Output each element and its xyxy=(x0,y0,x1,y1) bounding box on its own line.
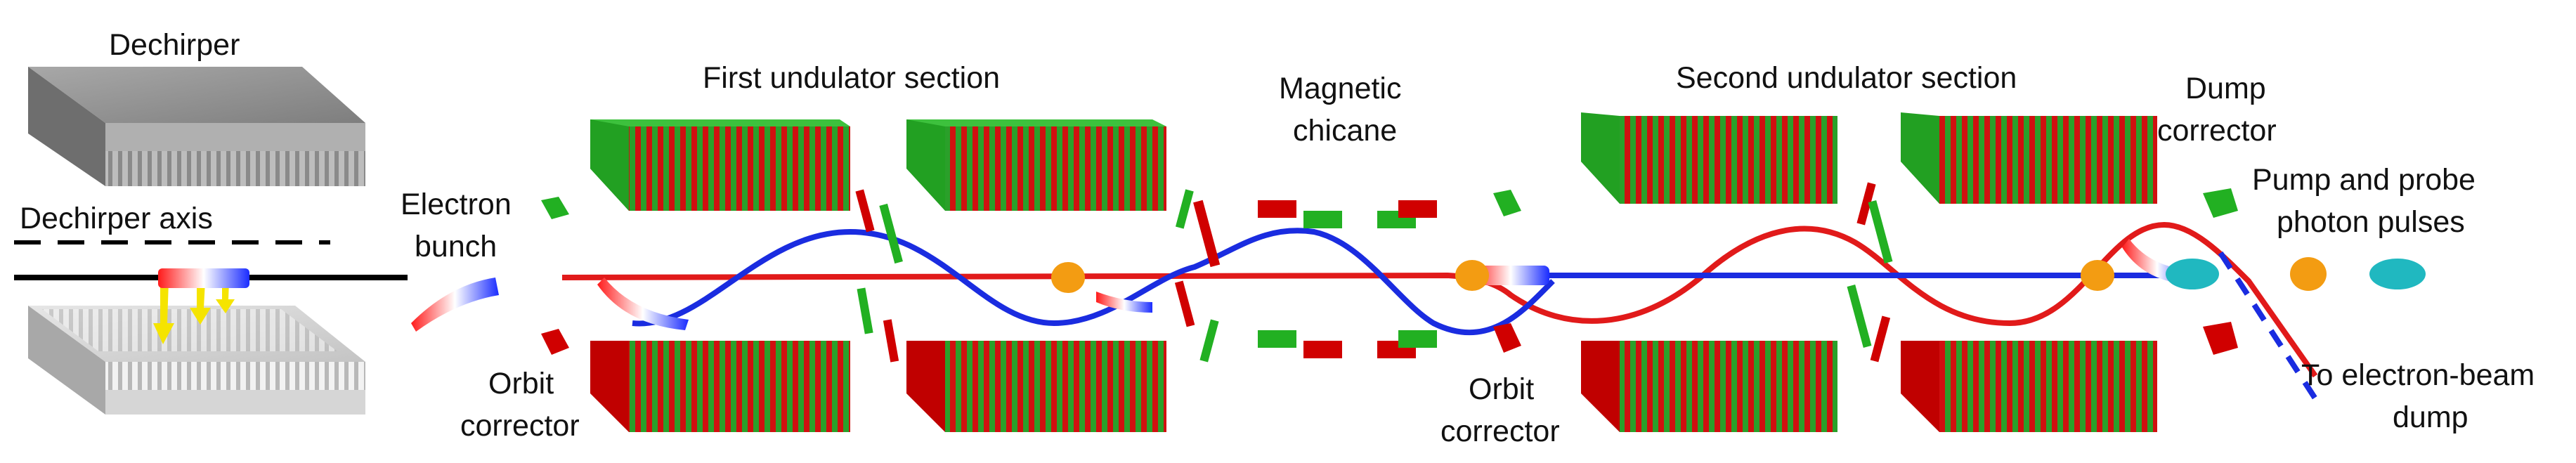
label-magnetic-chicane-2: chicane xyxy=(1293,114,1397,148)
corrector-icon xyxy=(1174,280,1195,327)
dechirper-top-plate xyxy=(28,67,365,186)
undulator-top-block-2 xyxy=(906,119,1166,211)
electron-bunch-icon xyxy=(1472,266,1549,285)
dechirper xyxy=(14,67,408,415)
dechirper-bottom-plate xyxy=(28,306,365,415)
electron-bunch-icon xyxy=(411,278,499,332)
chicane-magnet-icon xyxy=(1398,330,1437,348)
corrector-icon xyxy=(1847,284,1872,348)
undulator-top-block-4 xyxy=(1901,112,2157,204)
corrector-icon xyxy=(879,203,903,264)
chicane-magnet-icon xyxy=(1258,200,1296,218)
corrector-icon xyxy=(1870,315,1891,363)
label-orbit-corrector-1a: Orbit xyxy=(488,367,554,400)
corrector-icon xyxy=(1199,319,1219,363)
wakefield-arrows xyxy=(153,281,235,344)
corrector-icon xyxy=(1175,189,1194,229)
corrector-icon xyxy=(541,329,569,355)
label-pump-probe-1: Pump and probe xyxy=(2252,163,2476,197)
electron-beam-path xyxy=(561,221,2318,378)
dump-corrector-icon xyxy=(2203,322,2238,355)
label-orbit-corrector-2a: Orbit xyxy=(1469,372,1534,406)
label-second-undulator: Second undulator section xyxy=(1676,61,2017,95)
undulator-bottom-block-2 xyxy=(906,341,1166,432)
corrector-icon xyxy=(857,287,873,334)
undulator-top-block-1 xyxy=(590,119,850,211)
label-dechirper: Dechirper xyxy=(109,28,240,62)
first-undulator-section xyxy=(590,119,1166,432)
label-dump-corrector-1: Dump xyxy=(2185,72,2266,105)
electron-bunch-icon xyxy=(597,278,689,330)
label-orbit-corrector-1b: corrector xyxy=(460,409,580,443)
corrector-icon xyxy=(1493,190,1521,216)
corrector-icon xyxy=(855,189,875,233)
undulator-bottom-block-4 xyxy=(1901,341,2157,432)
photon-pulse-icon xyxy=(1455,260,1489,291)
undulator-bottom-block-3 xyxy=(1581,341,1837,432)
corrector-icon xyxy=(883,319,899,363)
label-electron-bunch-1: Electron xyxy=(401,188,512,221)
photon-pulse-icon xyxy=(2166,259,2219,289)
corrector-icon xyxy=(1193,200,1221,268)
electron-bunch-icon xyxy=(1096,292,1152,313)
dechirper-bunch-icon xyxy=(158,268,249,288)
undulator-bottom-block-1 xyxy=(590,341,850,432)
electron-trajectory-first-undulator xyxy=(632,228,1555,335)
label-pump-probe-2: photon pulses xyxy=(2277,205,2465,239)
label-dechirper-axis: Dechirper axis xyxy=(20,202,213,235)
corrector-icon xyxy=(541,197,569,219)
label-dump-corrector-2: corrector xyxy=(2157,114,2277,148)
label-to-dump-2: dump xyxy=(2393,400,2468,434)
corrector-icon xyxy=(1868,200,1893,264)
photon-pulse-icon xyxy=(2081,260,2114,291)
label-electron-bunch-2: bunch xyxy=(415,230,497,263)
photon-pulse-icon xyxy=(1051,262,1085,293)
chicane-magnet-icon xyxy=(1303,211,1342,228)
chicane-magnet-icon xyxy=(1258,330,1296,348)
dump-corrector-icon xyxy=(2203,188,2238,218)
photon-pulse-icon xyxy=(2369,259,2426,289)
chicane-magnet-icon xyxy=(1398,200,1437,218)
label-magnetic-chicane-1: Magnetic xyxy=(1279,72,1401,105)
label-to-dump-1: To electron-beam xyxy=(2301,358,2535,392)
label-orbit-corrector-2b: corrector xyxy=(1440,415,1560,448)
corrector-icon xyxy=(1493,323,1521,353)
label-first-undulator: First undulator section xyxy=(703,61,1000,95)
photon-pulse-icon xyxy=(2290,257,2327,291)
undulator-top-block-3 xyxy=(1581,112,1837,204)
corrector-magnets xyxy=(541,182,2238,363)
second-undulator-section xyxy=(1581,112,2157,432)
corrector-icon xyxy=(1856,182,1876,226)
chicane-magnet-icon xyxy=(1303,341,1342,358)
